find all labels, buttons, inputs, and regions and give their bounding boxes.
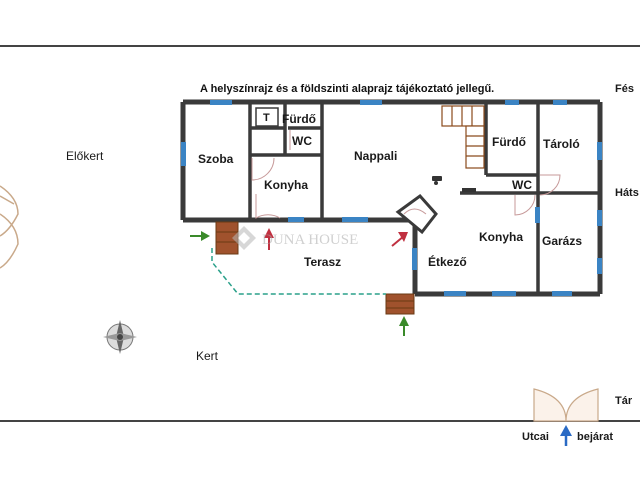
stairs-nappali bbox=[441, 105, 485, 169]
tree-left bbox=[0, 185, 19, 269]
window bbox=[181, 142, 186, 166]
window bbox=[597, 258, 602, 274]
arrow-gate-icon bbox=[560, 425, 572, 446]
label-edge-1: Fés bbox=[615, 83, 634, 95]
terrace-outline bbox=[211, 248, 386, 295]
window bbox=[597, 142, 602, 160]
label-entrance: Utcai bbox=[522, 431, 549, 443]
window bbox=[552, 291, 572, 296]
room-label-terasz: Terasz bbox=[304, 255, 341, 269]
room-label-tarolo: Tároló bbox=[543, 137, 580, 151]
window bbox=[505, 100, 519, 105]
room-label-wc-2: WC bbox=[512, 178, 532, 192]
window bbox=[360, 100, 382, 105]
room-label-garazs: Garázs bbox=[542, 234, 582, 248]
windows bbox=[181, 100, 602, 296]
room-label-furdo-1: Fürdő bbox=[282, 112, 316, 126]
window bbox=[553, 100, 567, 105]
window bbox=[210, 100, 232, 105]
arrow-red-icon bbox=[391, 232, 408, 247]
room-label-konyha-2: Konyha bbox=[479, 230, 523, 244]
window bbox=[288, 217, 304, 222]
label-edge-2: Háts bbox=[615, 187, 639, 199]
door bbox=[251, 157, 275, 181]
label-edge-3: Tár bbox=[615, 395, 633, 407]
window bbox=[412, 248, 417, 270]
room-label-nappali: Nappali bbox=[354, 149, 397, 163]
label-entrance-2: bejárat bbox=[577, 431, 613, 443]
arrow-entry-bottom-icon bbox=[399, 316, 409, 336]
arrow-entry-left-icon bbox=[190, 231, 210, 241]
door bbox=[255, 194, 281, 219]
room-label-szoba: Szoba bbox=[198, 152, 234, 166]
stove-icon bbox=[432, 176, 476, 192]
watermark-text: DUNA HOUSE bbox=[262, 232, 358, 248]
room-label-etkezo: Étkező bbox=[428, 254, 467, 269]
room-label-wc-1: WC bbox=[292, 134, 312, 148]
label-kert: Kert bbox=[196, 349, 219, 363]
window bbox=[597, 210, 602, 226]
window bbox=[535, 207, 540, 223]
window bbox=[444, 291, 466, 296]
compass-icon bbox=[103, 320, 137, 354]
window bbox=[492, 291, 516, 296]
watermark-logo: DUNA HOUSE bbox=[232, 226, 358, 250]
t-box bbox=[255, 107, 279, 127]
room-label-konyha-1: Konyha bbox=[264, 178, 308, 192]
stairs-garden bbox=[385, 293, 415, 315]
doors bbox=[251, 130, 561, 219]
door bbox=[514, 194, 536, 216]
terrace-door bbox=[395, 193, 438, 235]
arrow-red-icon bbox=[264, 228, 274, 250]
room-label-furdo-2: Fürdő bbox=[492, 135, 526, 149]
room-label-t: T bbox=[263, 112, 270, 124]
interior-walls bbox=[248, 102, 600, 294]
gate bbox=[533, 388, 599, 422]
label-elokert: Előkert bbox=[66, 149, 104, 163]
disclaimer-note: A helyszínrajz és a földszinti alaprajz … bbox=[200, 83, 494, 95]
door bbox=[539, 174, 561, 196]
window bbox=[342, 217, 368, 222]
